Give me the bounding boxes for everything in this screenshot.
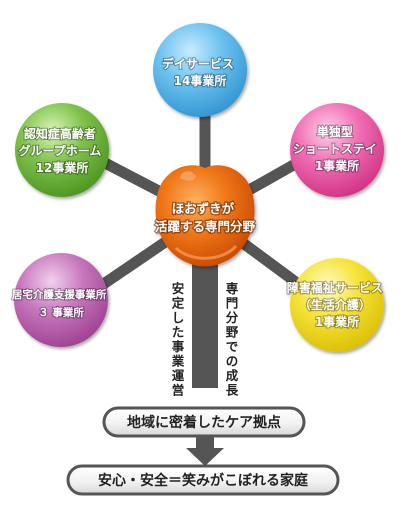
node-day-service: デイサービス 14事業所 bbox=[153, 23, 247, 117]
vertical-char: 分 bbox=[226, 310, 239, 325]
node-home-care-support: 居宅介護支援事業所 ３ 事業所 bbox=[11, 253, 110, 347]
node-day-service-text: デイサービス 14事業所 bbox=[162, 56, 238, 88]
base-box-rect bbox=[102, 406, 306, 438]
node-group-home-line-3: 12事業所 bbox=[36, 160, 89, 175]
vertical-char: 事 bbox=[172, 339, 185, 354]
vertical-char: た bbox=[172, 325, 185, 340]
arrow-label-right-text: 専門分野での成長 bbox=[226, 281, 239, 398]
hozuki-leaf bbox=[180, 170, 196, 181]
node-day-service-line-2: 14事業所 bbox=[174, 73, 227, 88]
node-short-stay: 単独型 ショートステイ 1事業所 bbox=[290, 103, 384, 197]
node-home-care-support-text: 居宅介護支援事業所 ３ 事業所 bbox=[12, 288, 110, 319]
vertical-char: 定 bbox=[171, 296, 185, 311]
hozuki-swirl bbox=[174, 244, 238, 260]
node-short-stay-line-3: 1事業所 bbox=[315, 158, 359, 173]
node-disability-welfare-line-3: 1事業所 bbox=[315, 314, 359, 329]
goal-box-text: 安心・安全＝笑みがこぼれる家庭 bbox=[98, 472, 309, 489]
vertical-char: の bbox=[226, 354, 239, 369]
node-disability-welfare-line-1: 障害福祉サービス bbox=[287, 280, 383, 295]
node-group-home-text: 認知症高齢者 グループホーム 12事業所 bbox=[18, 126, 105, 175]
vertical-char: 専 bbox=[226, 281, 239, 296]
base-box: 地域に密着したケア拠点 bbox=[102, 406, 306, 438]
node-disability-welfare-line-2: （生活介護） bbox=[299, 297, 371, 312]
vertical-char: 野 bbox=[226, 325, 239, 340]
base-box-text: 地域に密着したケア拠点 bbox=[127, 414, 281, 431]
arrow-label-left-text: 安定した事業運営 bbox=[171, 281, 185, 398]
node-disability-welfare-text: 障害福祉サービス （生活介護） 1事業所 bbox=[287, 280, 387, 329]
hozuki-shape bbox=[155, 165, 255, 267]
arrow-shaft bbox=[192, 250, 218, 388]
center-line-2: 活躍する専門分野 bbox=[155, 219, 256, 234]
node-short-stay-text: 単独型 ショートステイ 1事業所 bbox=[293, 124, 381, 173]
node-day-service-line-1: デイサービス bbox=[162, 56, 234, 71]
arrow-label-right-group: 専門分野での成長 bbox=[226, 281, 239, 398]
vertical-char: 門 bbox=[226, 296, 239, 311]
vertical-char: で bbox=[226, 339, 239, 354]
arrow-connector bbox=[186, 436, 224, 466]
vertical-char: 運 bbox=[172, 368, 185, 383]
arrows: 安定した事業運営 専門分野での成長 bbox=[171, 250, 239, 466]
node-home-care-support-line-2: ３ 事業所 bbox=[38, 306, 84, 319]
node-group-home-line-1: 認知症高齢者 bbox=[24, 126, 96, 141]
node-short-stay-line-2: ショートステイ bbox=[293, 142, 377, 156]
node-home-care-support-circle bbox=[14, 253, 108, 347]
vertical-char: 安 bbox=[172, 281, 185, 296]
goal-box: 安心・安全＝笑みがこぼれる家庭 bbox=[66, 464, 340, 496]
node-day-service-circle bbox=[153, 23, 247, 117]
node-short-stay-line-1: 単独型 bbox=[317, 124, 353, 139]
center-line-1: ほおずきが bbox=[172, 201, 235, 216]
center-hub: ほおずきが 活躍する専門分野 bbox=[154, 165, 257, 267]
node-short-stay-circle bbox=[290, 103, 384, 197]
node-home-care-support-line-1: 居宅介護支援事業所 bbox=[12, 288, 107, 301]
node-group-home-line-2: グループホーム bbox=[18, 143, 101, 158]
vertical-char: 長 bbox=[226, 383, 239, 398]
goal-box-rect bbox=[66, 464, 340, 496]
vertical-char: 成 bbox=[226, 368, 239, 383]
node-disability-welfare-circle bbox=[290, 258, 384, 352]
center-text: ほおずきが 活躍する専門分野 bbox=[155, 201, 256, 234]
vertical-char: 営 bbox=[172, 383, 185, 398]
node-disability-welfare: 障害福祉サービス （生活介護） 1事業所 bbox=[286, 258, 387, 352]
vertical-char: し bbox=[172, 310, 185, 325]
arrow-label-left-group: 安定した事業運営 bbox=[171, 281, 185, 398]
node-group-home-circle bbox=[15, 103, 109, 197]
node-group-home: 認知症高齢者 グループホーム 12事業所 bbox=[15, 103, 109, 197]
vertical-char: 業 bbox=[171, 354, 185, 369]
